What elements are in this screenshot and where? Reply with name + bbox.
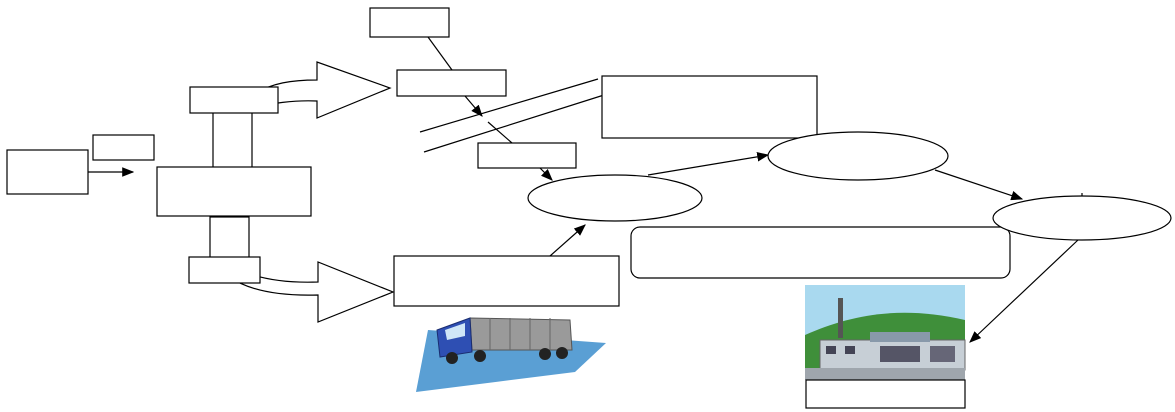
arrow-upper-right-to-far-right <box>934 169 1024 201</box>
connector-lower-pillar <box>209 216 250 259</box>
diagonal-line-lower <box>423 94 605 153</box>
curved-arrow-lower <box>226 261 395 323</box>
ellipse-upper-right <box>767 131 949 181</box>
arrow-far-right-to-factory <box>969 239 1079 343</box>
arrow-lower-receiver-to-center <box>549 224 586 257</box>
box-lower-tag <box>188 256 261 284</box>
box-central-process <box>156 166 312 217</box>
diagonal-line-upper <box>419 78 599 133</box>
arrow-receiver-down <box>464 95 483 117</box>
arrow-center-to-upper-right <box>647 152 770 176</box>
box-left-input <box>6 149 89 195</box>
line-diagonal-to-mid-tag <box>487 121 513 144</box>
truck-illustration <box>416 317 606 392</box>
box-factory-caption <box>805 379 966 409</box>
line-top-small-to-receiver <box>427 36 453 71</box>
box-top-right-large <box>601 75 818 139</box>
box-small-tag-left <box>92 134 155 161</box>
ellipse-center <box>527 174 703 222</box>
box-upper-tag <box>189 86 279 114</box>
factory-illustration <box>805 285 966 380</box>
connector-upper-pillar <box>212 111 253 169</box>
box-top-receiver <box>396 69 507 97</box>
box-lower-receiver <box>393 255 620 307</box>
box-mid-tag <box>477 142 577 169</box>
arrow-mid-tag-to-ellipse <box>539 167 553 181</box>
box-top-small <box>369 7 450 38</box>
box-rounded-note <box>630 226 1011 279</box>
ellipse-far-right <box>992 195 1172 241</box>
